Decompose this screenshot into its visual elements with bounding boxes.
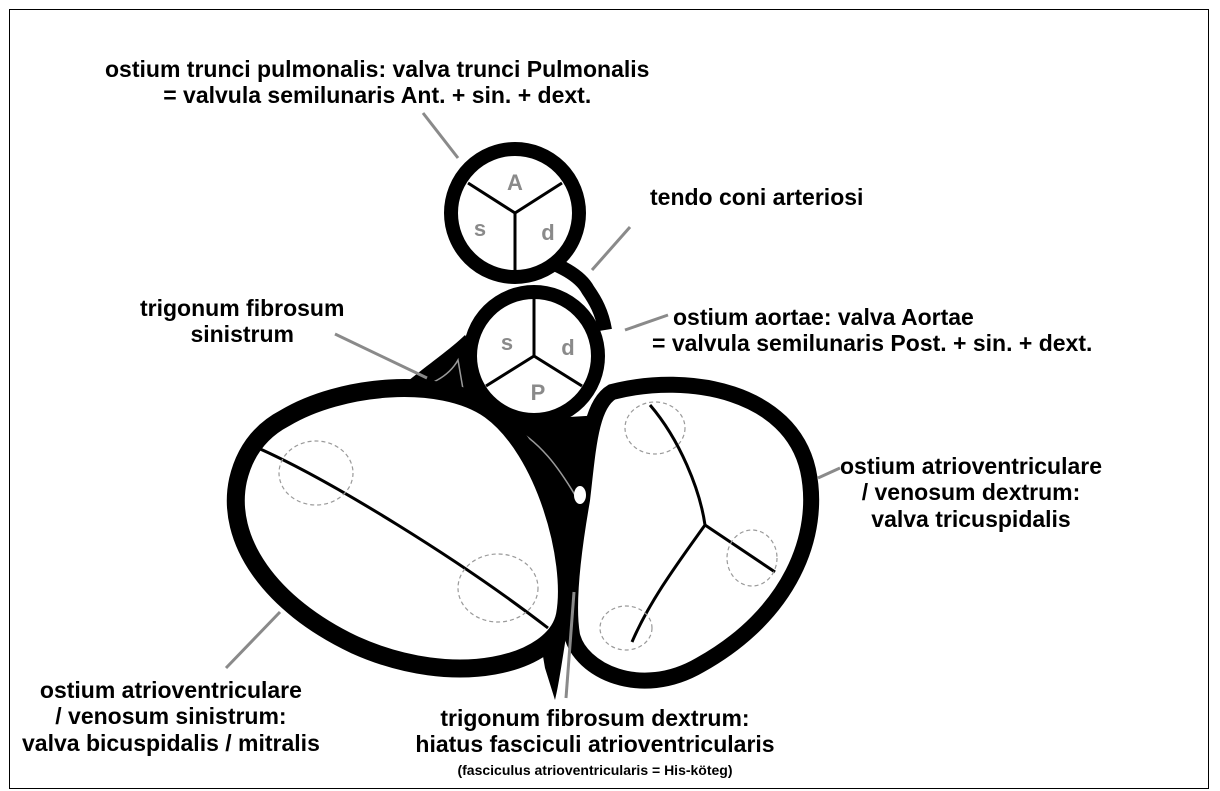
pointer-trig-sin [335,334,427,378]
aortic-cusp-left: s [501,330,513,355]
label-line: valva tricuspidalis [840,506,1102,532]
pulmonary-valve: A s d [451,149,579,277]
aortic-valve: s d P [470,292,598,420]
label-line: = valvula semilunaris Ant. + sin. + dext… [105,82,649,108]
label-ostium-av-sinistrum: ostium atrioventriculare / venosum sinis… [22,677,320,756]
label-line: trigonum fibrosum dextrum: [425,705,765,731]
label-trigonum-fibrosum-sinistrum: trigonum fibrosum sinistrum [140,295,344,348]
hiatus-fasciculi [574,486,586,504]
label-ostium-av-dextrum: ostium atrioventriculare / venosum dextr… [840,453,1102,532]
label-line: ostium trunci pulmonalis: valva trunci P… [105,56,649,82]
pointer-tendo [592,227,630,270]
tricuspid-valve [570,385,811,681]
label-line: ostium aortae: valva Aortae [673,304,1092,330]
pulmonary-cusp-left: s [474,216,486,241]
label-tendo-coni-arteriosi: tendo coni arteriosi [650,184,863,210]
tricuspid-ring [570,385,811,681]
label-line: sinistrum [140,321,344,347]
aortic-cusp-posterior: P [531,380,546,405]
pointer-pulmonalis [423,113,458,158]
pointer-av-sin [226,612,280,668]
label-line: valva bicuspidalis / mitralis [22,730,320,756]
label-line: = valvula semilunaris Post. + sin. + dex… [652,330,1092,356]
label-note: (fasciculus atrioventricularis = His-köt… [405,762,785,778]
label-line: hiatus fasciculi atrioventricularis [405,731,785,757]
label-line: / venosum dextrum: [840,479,1102,505]
label-line: ostium atrioventriculare [22,677,320,703]
mitral-valve [236,388,567,668]
pulmonary-cusp-right: d [541,220,554,245]
label-line: / venosum sinistrum: [22,703,320,729]
label-ostium-aortae: ostium aortae: valva Aortae = valvula se… [673,304,1092,357]
label-line: ostium atrioventriculare [840,453,1102,479]
label-line: trigonum fibrosum [140,295,344,321]
pointer-av-dext [818,468,840,478]
aortic-cusp-right: d [561,335,574,360]
label-trigonum-fibrosum-dextrum: trigonum fibrosum dextrum: hiatus fascic… [465,705,725,778]
label-ostium-trunci-pulmonalis: ostium trunci pulmonalis: valva trunci P… [105,56,649,109]
pulmonary-cusp-anterior: A [507,170,523,195]
pointer-aortae [625,315,668,330]
